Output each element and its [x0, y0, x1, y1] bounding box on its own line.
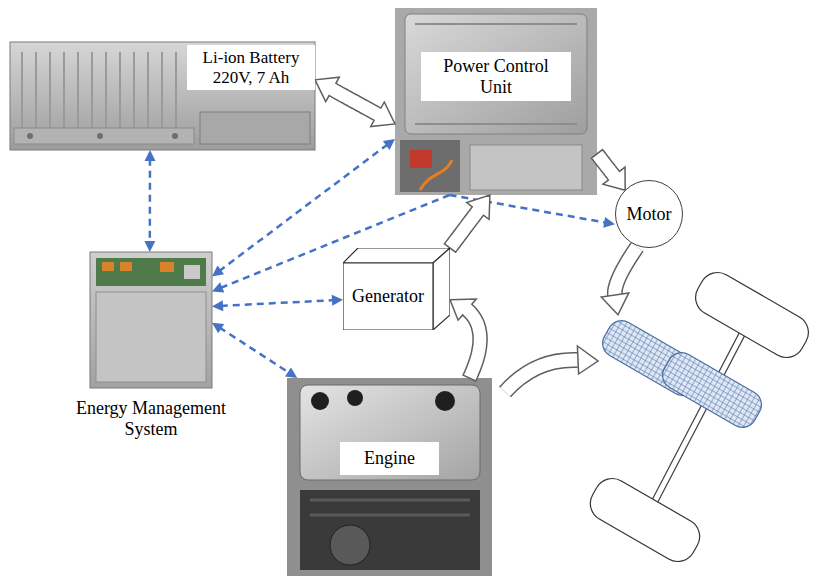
component-label: Motor [627, 204, 672, 225]
box-side-face [433, 248, 450, 330]
battery-rail [14, 128, 194, 144]
ems-housing [90, 252, 212, 388]
arrow-fill [615, 247, 637, 295]
battery-ribs [22, 52, 176, 140]
component-label: Li-ion Battery 220V, 7 Ah [187, 45, 315, 90]
component-label: Generator [352, 286, 424, 307]
filler-cap [347, 390, 363, 406]
block-arrow-shape [592, 150, 626, 191]
pcu-cable [420, 160, 452, 190]
motor-drive-arrow [601, 247, 637, 315]
battery-pack: Li-ion Battery 220V, 7 Ah [10, 42, 315, 150]
throttle-body [330, 525, 370, 565]
power-control-unit: Power Control Unit [395, 8, 597, 195]
box-top-face [343, 248, 450, 263]
arrow-head [212, 323, 224, 334]
block-arrow [450, 299, 487, 381]
block-arrow-shape [450, 299, 487, 381]
arrow-head [145, 150, 156, 161]
battery-photo [10, 42, 315, 150]
filler-cap [435, 391, 455, 411]
block-arrow [444, 195, 490, 252]
signal-arrow [212, 295, 343, 312]
component-label: Power Control Unit [421, 52, 571, 101]
block-arrow-shape [315, 77, 395, 126]
cylinder-head [300, 385, 480, 480]
pcu-lid-ridge [415, 24, 577, 124]
pcu-lid [405, 14, 587, 134]
block-arrow-shape [444, 195, 490, 252]
bolt [172, 133, 178, 139]
relay [160, 262, 174, 272]
engine-photo [287, 378, 492, 576]
pcu-red-part [410, 150, 432, 168]
pcu-connector-area [400, 140, 460, 192]
pcu-photo [395, 8, 597, 195]
dashed-line [219, 328, 289, 374]
component-caption: Energy Management System [61, 398, 241, 439]
engine-block [287, 378, 492, 576]
arrow-head [212, 300, 223, 311]
arrow-head [144, 241, 155, 252]
ems-clip [184, 265, 200, 279]
relay [120, 262, 132, 271]
dashed-line [149, 159, 152, 243]
arrow-head [332, 295, 343, 306]
generator-box: Generator [343, 248, 450, 330]
filler-cap [311, 392, 329, 410]
bolt [27, 133, 33, 139]
ems-photo [90, 252, 212, 388]
signal-arrow [212, 323, 297, 378]
energy-management-system: Energy Management System [90, 252, 212, 388]
wheel [689, 266, 815, 364]
arrow-head [212, 266, 224, 277]
ems-circuit-board [96, 258, 206, 286]
block-arrow [315, 77, 395, 126]
intake-runners [310, 500, 470, 515]
arrow-head [577, 346, 598, 374]
engine: Engine [287, 378, 492, 576]
relay [102, 262, 114, 271]
engine-drive-arrow [505, 346, 598, 392]
arrow-head [603, 217, 615, 228]
bolt [97, 133, 103, 139]
arrow-head [212, 282, 224, 292]
arrow-outline [615, 247, 637, 295]
arrow-head [383, 139, 395, 150]
battery-end-cover [200, 112, 310, 144]
pcu-lower-case [470, 145, 582, 190]
dashed-line [221, 300, 334, 306]
ems-cover [96, 292, 206, 382]
arrow-head [285, 367, 297, 378]
arrow-head [601, 293, 629, 315]
wheel [584, 472, 706, 568]
arrow-outline [505, 360, 578, 392]
box-front-face [343, 263, 433, 330]
block-arrow [592, 150, 626, 191]
arrow-fill [505, 360, 578, 392]
component-label: Engine [340, 442, 439, 475]
drivetrain [584, 266, 815, 568]
differential-disc [657, 348, 766, 433]
intake-manifold [300, 490, 480, 570]
signal-arrow [144, 150, 155, 252]
battery-housing [10, 42, 315, 150]
motor-circle: Motor [615, 180, 683, 248]
pcu-housing [395, 8, 597, 195]
